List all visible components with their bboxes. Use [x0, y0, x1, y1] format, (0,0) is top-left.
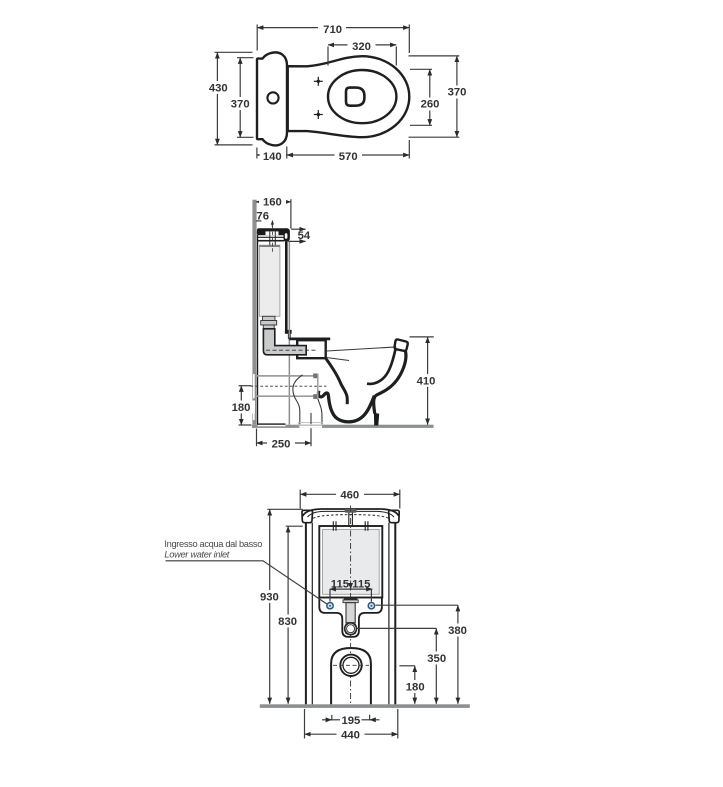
svg-text:350: 350 [427, 653, 446, 665]
svg-text:710: 710 [323, 24, 342, 36]
svg-text:930: 930 [260, 592, 279, 604]
svg-text:830: 830 [278, 616, 297, 628]
svg-text:195: 195 [341, 715, 360, 727]
svg-text:320: 320 [352, 41, 371, 53]
svg-text:140: 140 [263, 151, 282, 163]
svg-text:440: 440 [341, 730, 360, 742]
svg-text:430: 430 [209, 82, 228, 94]
svg-text:54: 54 [298, 230, 311, 242]
svg-text:180: 180 [232, 402, 251, 414]
svg-text:370: 370 [231, 99, 250, 111]
svg-text:250: 250 [272, 438, 291, 450]
svg-text:Lower water inlet: Lower water inlet [164, 549, 229, 559]
svg-text:370: 370 [448, 87, 467, 99]
svg-text:380: 380 [448, 625, 467, 637]
svg-text:180: 180 [406, 681, 425, 693]
svg-text:570: 570 [339, 151, 358, 163]
svg-text:160: 160 [263, 197, 282, 209]
svg-text:460: 460 [340, 489, 359, 501]
svg-text:260: 260 [421, 99, 440, 111]
svg-text:76: 76 [256, 210, 269, 222]
svg-text:Ingresso acqua dal basso: Ingresso acqua dal basso [164, 539, 262, 549]
svg-text:410: 410 [417, 376, 436, 388]
